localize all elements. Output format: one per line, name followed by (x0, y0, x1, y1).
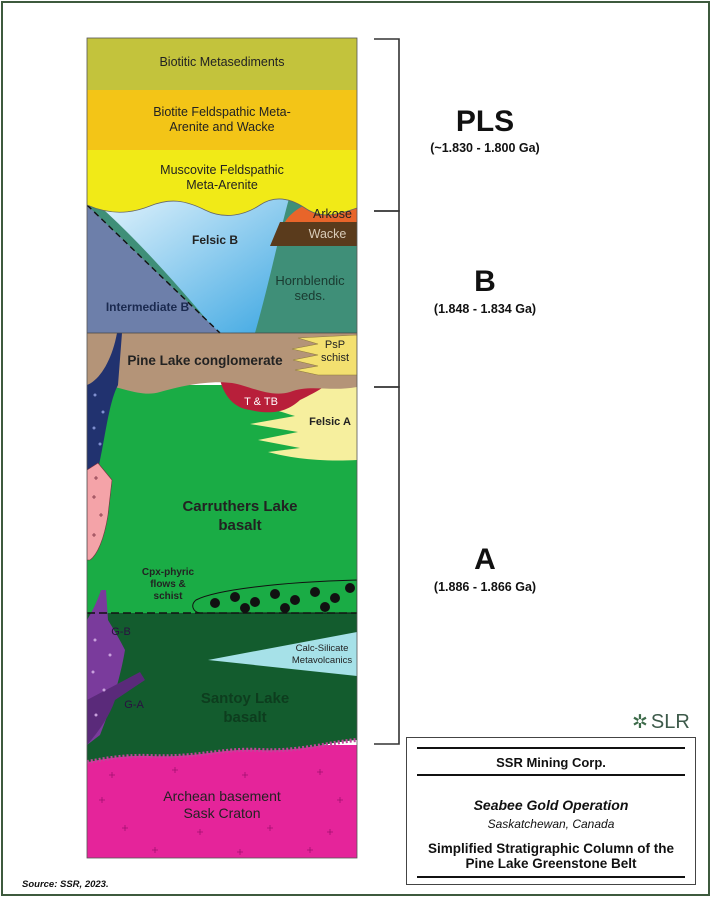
archean-cross (337, 797, 343, 803)
label-g-a: G-A (124, 699, 144, 711)
cpx-dot (230, 592, 240, 602)
granite-cross (94, 476, 98, 480)
label-arkose: Arkose (313, 207, 352, 221)
navy-dot (92, 426, 96, 430)
cpx-dot (290, 595, 300, 605)
archean-crosses (99, 767, 343, 855)
navy-intrusion (87, 333, 122, 470)
cpx-dot (345, 583, 355, 593)
archean-cross (267, 825, 273, 831)
purple-dot (93, 638, 97, 642)
group-b-name: B (474, 265, 496, 298)
archean-cross (122, 825, 128, 831)
purple-dot (91, 670, 95, 674)
archean-cross (152, 847, 158, 853)
archean-basement-unit (87, 745, 357, 858)
group-pls-range: (~1.830 - 1.800 Ga) (430, 141, 540, 155)
label-t-tb: T & TB (244, 396, 278, 408)
label-biotite-feldspathic: Biotite Feldspathic Meta- Arenite and Wa… (153, 105, 291, 134)
label-muscovite-feldspathic: Muscovite Feldspathic Meta-Arenite (160, 163, 284, 192)
purple-dot (94, 713, 98, 717)
project-name: Seabee Gold Operation (473, 797, 629, 813)
felsic-b-unit (87, 195, 290, 333)
slr-asterisk-icon: ✲ (632, 712, 648, 733)
granite-cross (92, 495, 96, 499)
purple-intrusion-a (87, 672, 145, 745)
column-outline (86, 37, 358, 859)
title-box: SSR Mining Corp. Seabee Gold Operation S… (406, 737, 696, 885)
navy-dot (93, 393, 97, 397)
wacke-unit (270, 222, 357, 246)
label-santoy: Santoy Lake basalt (200, 690, 290, 726)
group-a-name: A (474, 543, 496, 576)
archean-cross (109, 772, 115, 778)
label-wacke: Wacke (308, 227, 347, 241)
archean-cross (317, 769, 323, 775)
muscovite-base-contact (87, 198, 357, 216)
granite-cross (92, 533, 96, 537)
muscovite-feldspathic-unit (87, 150, 357, 216)
archean-cross (242, 772, 248, 778)
navy-dot (98, 442, 102, 446)
intermediate-b-contact (87, 204, 221, 334)
label-psp-schist: PsP schist (320, 339, 350, 364)
cpx-dot (280, 603, 290, 613)
psp-schist-unit (291, 334, 357, 376)
purple-dot (102, 688, 106, 692)
granite-cross (99, 513, 103, 517)
cpx-dot (250, 597, 260, 607)
label-carruthers: Carruthers Lake basalt (182, 498, 298, 534)
title-rule-mid (417, 774, 685, 776)
group-b-range: (1.848 - 1.834 Ga) (433, 302, 537, 316)
company-name: SSR Mining Corp. (496, 755, 606, 770)
cpx-dot (330, 593, 340, 603)
calc-silicate-wedge (208, 632, 357, 676)
purple-dot (108, 653, 112, 657)
cpx-phyric-dots (210, 583, 355, 613)
project-location: Saskatchewan, Canada (487, 817, 615, 831)
label-intermediate-b: Intermediate B (105, 300, 190, 314)
b-bracket (374, 210, 400, 388)
granite-intrusion (87, 462, 113, 561)
label-felsic-a: Felsic A (309, 416, 351, 428)
source-note: Source: SSR, 2023. (22, 879, 109, 890)
archean-cross (172, 767, 178, 773)
label-cpx-phyric: Cpx-phyric flows & schist (141, 567, 195, 602)
biotite-feldspathic-unit (87, 90, 357, 150)
archean-cross (237, 849, 243, 855)
pls-bracket (374, 38, 400, 212)
archean-cross (327, 829, 333, 835)
title-rule-bottom (417, 876, 685, 878)
cpx-dot (240, 603, 250, 613)
a-bracket (374, 386, 400, 745)
archean-cross (99, 797, 105, 803)
cpx-dot (310, 587, 320, 597)
navy-dot (101, 410, 105, 414)
figure-title: Simplified Stratigraphic Column of the P… (427, 841, 674, 871)
label-g-b: G-B (111, 626, 131, 638)
cpx-dot (320, 602, 330, 612)
navy-dots (92, 393, 105, 446)
archean-cross (307, 847, 313, 853)
purple-dots (91, 638, 112, 717)
label-hornblendic: Hornblendic seds. (275, 273, 345, 303)
group-a-range: (1.886 - 1.866 Ga) (433, 580, 537, 594)
granite-crosses (92, 476, 103, 537)
archean-cross (197, 829, 203, 835)
pine-lake-conglomerate-unit (87, 333, 357, 394)
label-archean: Archean basement Sask Craton (163, 788, 281, 821)
slr-logo: ✲ SLR (632, 711, 690, 734)
archean-contact-dots (87, 738, 357, 764)
label-pine-lake: Pine Lake conglomerate (127, 353, 283, 368)
group-pls-name: PLS (455, 105, 515, 138)
biotitic-metasediments-unit (87, 38, 357, 90)
label-biotitic-metasediments: Biotitic Metasediments (159, 55, 285, 69)
cpx-dot (210, 598, 220, 608)
cpx-dot (270, 589, 280, 599)
label-felsic-b: Felsic B (191, 233, 239, 247)
label-calc-silicate: Calc-Silicate Metavolcanics (291, 643, 353, 666)
slr-logo-text: SLR (650, 711, 690, 733)
title-rule-top (417, 747, 685, 749)
